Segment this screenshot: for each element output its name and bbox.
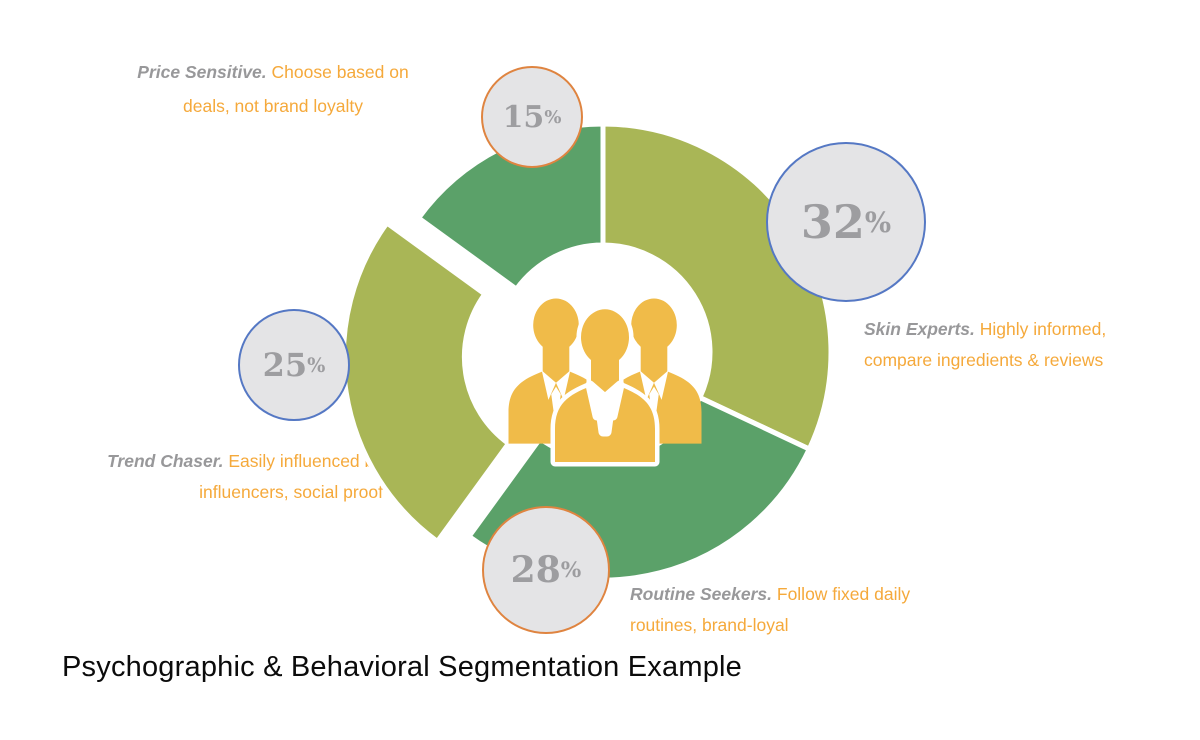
people-group-icon [508,298,702,462]
callout-price-sensitive: Price Sensitive. Choose based on deals, … [137,55,408,123]
percent-bubble-price-sensitive: 15% [481,66,583,168]
callout-routine-seekers: Routine Seekers. Follow fixed daily rout… [630,579,910,641]
percent-sign: % [307,353,326,377]
callout-line1: Skin Experts. Highly informed, [864,314,1106,345]
segment-desc-text: Choose based on [271,62,409,82]
segment-name-label: Routine Seekers. [630,584,772,604]
percent-value: 28 [510,549,561,591]
page-title: Psychographic & Behavioral Segmentation … [62,651,742,683]
callout-line1: Price Sensitive. Choose based on [137,55,408,89]
callout-line2: influencers, social proof [199,482,383,502]
segment-desc-text: Highly informed, [979,319,1107,339]
percent-bubble-skin-experts: 32% [766,142,926,302]
percent-bubble-trend-chaser: 25% [238,309,350,421]
percent-value: 15 [502,99,545,135]
segment-desc-text: Easily influenced by [228,451,383,471]
percent-bubble-routine-seekers: 28% [482,506,610,634]
segment-name-label: Price Sensitive. [137,62,267,82]
callout-line1: Trend Chaser. Easily influenced by [107,446,383,477]
callout-skin-experts: Skin Experts. Highly informed, compare i… [864,314,1106,376]
donut-segment-price-sensitive [415,121,606,293]
callout-trend-chaser: Trend Chaser. Easily influenced by influ… [107,446,383,508]
segment-name-label: Skin Experts. [864,319,975,339]
callout-line2: compare ingredients & reviews [864,350,1104,370]
percent-sign: % [560,557,582,583]
segment-desc-text: Follow fixed daily [776,584,911,604]
segment-name-label: Trend Chaser. [107,451,224,471]
callout-line2: routines, brand-loyal [630,615,789,635]
percent-value: 25 [262,346,308,384]
callout-line1: Routine Seekers. Follow fixed daily [630,579,910,610]
donut-segment-trend-chaser [340,219,512,545]
percent-value: 32 [800,195,865,249]
callout-line2: deals, not brand loyalty [183,96,363,116]
percent-sign: % [864,205,892,239]
percent-sign: % [544,106,562,128]
